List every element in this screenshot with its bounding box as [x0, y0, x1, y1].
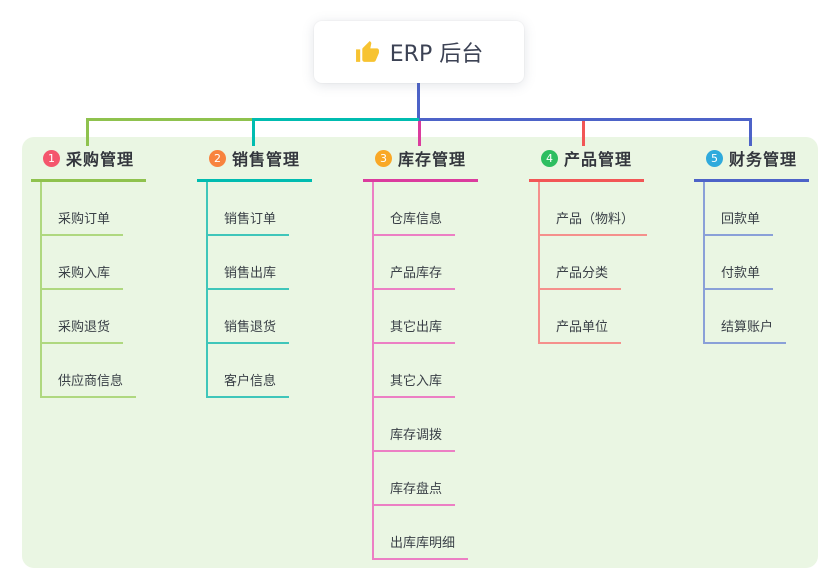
- branch-connector-line: [538, 182, 540, 344]
- branch-children: 仓库信息产品库存其它出库其它入库库存调拨库存盘点出库库明细: [372, 182, 478, 560]
- branch-header-3[interactable]: 3 库存管理: [363, 144, 478, 182]
- child-node-label: 库存盘点: [372, 478, 456, 506]
- child-node[interactable]: 采购退货: [40, 290, 146, 344]
- branch-connector-line: [206, 182, 208, 398]
- child-node[interactable]: 采购入库: [40, 236, 146, 290]
- child-node[interactable]: 供应商信息: [40, 344, 146, 398]
- child-node[interactable]: 产品单位: [538, 290, 644, 344]
- child-node-label: 出库库明细: [372, 532, 469, 560]
- child-node-label: 结算账户: [703, 316, 787, 344]
- branch-header-5[interactable]: 5 财务管理: [694, 144, 809, 182]
- child-node[interactable]: 回款单: [703, 182, 809, 236]
- connector-drop-3: [418, 121, 421, 146]
- child-node-label: 回款单: [703, 208, 774, 236]
- child-node-label: 产品库存: [372, 262, 456, 290]
- branch-1: 1 采购管理采购订单采购入库采购退货供应商信息: [31, 144, 146, 398]
- child-node[interactable]: 客户信息: [206, 344, 312, 398]
- child-node[interactable]: 产品库存: [372, 236, 478, 290]
- branch-2: 2 销售管理销售订单销售出库销售退货客户信息: [197, 144, 312, 398]
- child-node-label: 采购退货: [40, 316, 124, 344]
- child-node[interactable]: 库存调拨: [372, 398, 478, 452]
- branch-connector-line: [703, 182, 705, 344]
- branch-label: 产品管理: [564, 150, 633, 169]
- map-background-panel: [22, 137, 818, 568]
- branch-number-badge: 5: [706, 149, 723, 167]
- child-node-label: 销售出库: [206, 262, 290, 290]
- child-node[interactable]: 其它出库: [372, 290, 478, 344]
- child-node[interactable]: 销售订单: [206, 182, 312, 236]
- child-node-label: 其它入库: [372, 370, 456, 398]
- child-node[interactable]: 采购订单: [40, 182, 146, 236]
- child-node[interactable]: 仓库信息: [372, 182, 478, 236]
- branch-children: 销售订单销售出库销售退货客户信息: [206, 182, 312, 398]
- child-node-label: 产品单位: [538, 316, 622, 344]
- branch-header-1[interactable]: 1 采购管理: [31, 144, 146, 182]
- child-node[interactable]: 结算账户: [703, 290, 809, 344]
- connector-drop-4: [582, 121, 585, 146]
- branch-label: 销售管理: [232, 150, 301, 169]
- child-node-label: 付款单: [703, 262, 774, 290]
- branch-label: 财务管理: [729, 150, 798, 169]
- thumbs-up-icon: [355, 40, 380, 65]
- connector-root-trunk: [417, 83, 420, 121]
- child-node-label: 采购订单: [40, 208, 124, 236]
- child-node-label: 销售订单: [206, 208, 290, 236]
- branch-children: 产品（物料） 产品分类产品单位: [538, 182, 648, 344]
- child-node[interactable]: 库存盘点: [372, 452, 478, 506]
- connector-drop-1: [86, 121, 89, 146]
- branch-header-4[interactable]: 4 产品管理: [529, 144, 644, 182]
- child-node-label: 客户信息: [206, 370, 290, 398]
- child-node-label: 产品（物料）: [538, 208, 648, 236]
- branch-label: 库存管理: [398, 150, 467, 169]
- child-node-label: 库存调拨: [372, 424, 456, 452]
- connector-drop-5: [749, 121, 752, 146]
- branch-4: 4 产品管理产品（物料） 产品分类产品单位: [529, 144, 648, 344]
- child-node[interactable]: 付款单: [703, 236, 809, 290]
- branch-connector-line: [372, 182, 374, 560]
- child-node-label: 供应商信息: [40, 370, 137, 398]
- branch-number-badge: 1: [43, 149, 60, 167]
- branch-children: 回款单付款单结算账户: [703, 182, 809, 344]
- branch-connector-line: [40, 182, 42, 398]
- branch-5: 5 财务管理回款单付款单结算账户: [694, 144, 809, 344]
- root-node[interactable]: ERP 后台: [314, 21, 524, 83]
- root-title: ERP 后台: [389, 42, 484, 67]
- branch-children: 采购订单采购入库采购退货供应商信息: [40, 182, 146, 398]
- child-node-label: 产品分类: [538, 262, 622, 290]
- branch-number-badge: 3: [375, 149, 392, 167]
- child-node[interactable]: 销售出库: [206, 236, 312, 290]
- connector-bus-mid-teal: [252, 118, 420, 121]
- child-node[interactable]: 出库库明细: [372, 506, 478, 560]
- branch-label: 采购管理: [66, 150, 135, 169]
- child-node[interactable]: 产品（物料）: [538, 182, 648, 236]
- connector-bus-left-green: [86, 118, 254, 121]
- child-node-label: 采购入库: [40, 262, 124, 290]
- connector-drop-2: [252, 121, 255, 146]
- branch-3: 3 库存管理仓库信息产品库存其它出库其它入库库存调拨库存盘点出库库明细: [363, 144, 478, 560]
- connector-bus-right-blue: [419, 118, 752, 121]
- child-node-label: 其它出库: [372, 316, 456, 344]
- branch-header-2[interactable]: 2 销售管理: [197, 144, 312, 182]
- child-node-label: 销售退货: [206, 316, 290, 344]
- child-node[interactable]: 其它入库: [372, 344, 478, 398]
- branch-number-badge: 2: [209, 149, 226, 167]
- child-node-label: 仓库信息: [372, 208, 456, 236]
- child-node[interactable]: 销售退货: [206, 290, 312, 344]
- child-node[interactable]: 产品分类: [538, 236, 644, 290]
- branch-number-badge: 4: [541, 149, 558, 167]
